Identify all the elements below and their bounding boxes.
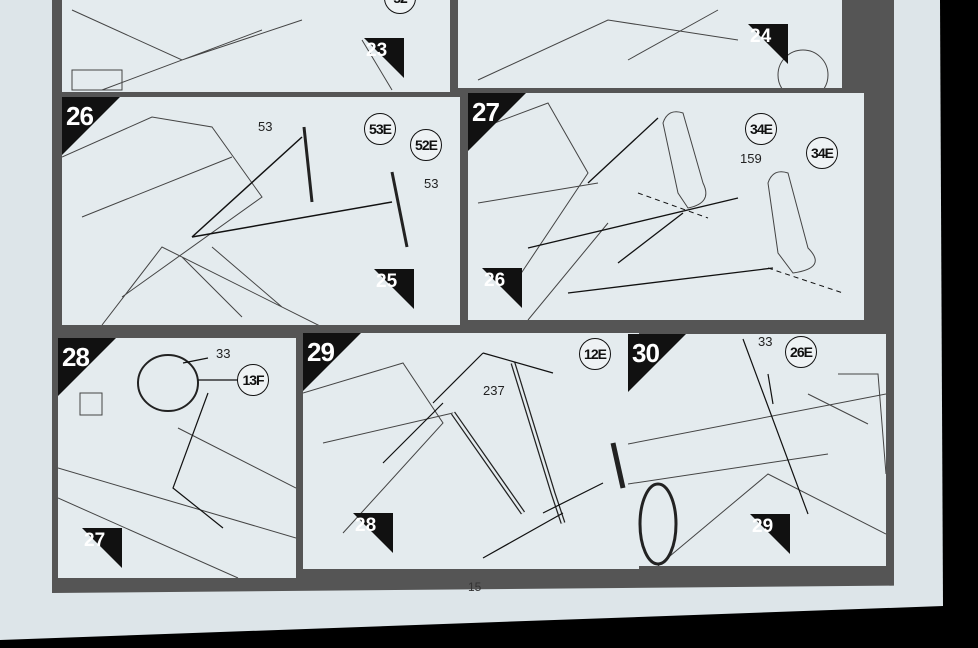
step-number-badge [468, 93, 526, 151]
part-number: 159 [740, 151, 762, 166]
step-number-badge [628, 334, 686, 392]
assembly-drawing [477, 9, 829, 88]
step-reference-marker [353, 513, 393, 553]
step-reference-marker [82, 528, 122, 568]
step-reference-number: 25 [376, 271, 398, 292]
step-23-panel: 52 23 [62, 0, 450, 92]
step-27-panel: 27 34E 159 34E 26 [468, 93, 864, 320]
part-callout: 12E [579, 338, 611, 370]
part-callout: 13F [237, 364, 269, 396]
step-reference-marker [364, 38, 404, 78]
part-number: 53 [258, 119, 273, 134]
part-callout: 52E [410, 129, 442, 161]
step-reference-marker [374, 269, 414, 309]
assembly-drawing [468, 102, 844, 320]
step-number: 28 [62, 342, 90, 372]
step-number: 29 [307, 337, 335, 367]
part-callout: 34E [806, 137, 838, 169]
part-callout: 26E [785, 336, 817, 368]
assembly-drawing [62, 116, 409, 325]
step-number: 26 [66, 101, 94, 131]
step-number: 27 [472, 97, 500, 127]
step-reference-number: 27 [84, 530, 106, 551]
part-number: 237 [483, 383, 505, 398]
step-reference-number: 26 [484, 270, 506, 291]
step-number-badge [303, 333, 361, 391]
part-number: 33 [216, 346, 231, 361]
step-reference-marker [750, 514, 790, 554]
step-number-badge [62, 97, 120, 155]
part-callout: 34E [745, 113, 777, 145]
step-reference-number: 29 [752, 516, 774, 537]
part-number: 53 [424, 176, 439, 191]
part-callout: 53E [364, 113, 396, 145]
step-reference-number: 24 [750, 26, 772, 47]
step-reference-number: 28 [355, 515, 377, 536]
step-26-panel: 26 53 53E 52E 53 25 [62, 97, 460, 325]
step-number-badge [58, 338, 116, 396]
step-reference-marker [482, 268, 522, 308]
step-reference-number: 23 [366, 40, 388, 61]
step-24-panel: 24 [458, 0, 842, 88]
step-number: 30 [632, 338, 660, 368]
step-reference-marker [748, 24, 788, 64]
page-number: 15 [468, 580, 482, 594]
part-number: 33 [758, 334, 773, 349]
step-30-panel: 30 33 26E 29 [628, 334, 886, 566]
step-29-panel: 29 12E 237 28 [303, 333, 639, 569]
step-28-panel: 28 33 13F 27 [58, 338, 296, 578]
assembly-drawing [628, 338, 886, 566]
